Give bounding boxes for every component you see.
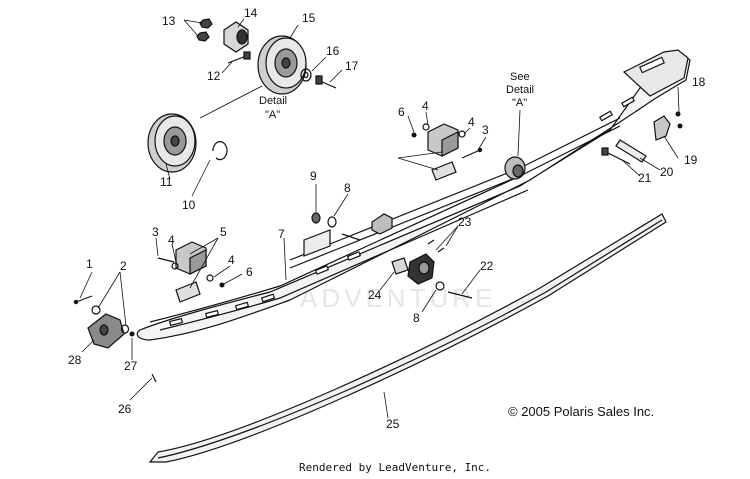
bolt-1 <box>73 295 93 305</box>
callout-13: 13 <box>162 14 176 28</box>
callout-8-lower: 8 <box>413 311 420 325</box>
callout-21: 21 <box>638 171 652 185</box>
copyright-notice: © 2005 Polaris Sales Inc. <box>508 404 655 419</box>
callout-24: 24 <box>368 288 382 302</box>
callout-10: 10 <box>182 198 196 212</box>
callout-6-upper: 6 <box>398 105 405 119</box>
pin-26 <box>151 373 157 383</box>
callout-4-lower-b: 4 <box>228 253 235 267</box>
washer-4-upper <box>422 123 466 138</box>
callout-15: 15 <box>302 11 316 25</box>
washer-4-lower <box>171 262 214 282</box>
callout-26: 26 <box>118 402 132 416</box>
idler-wheel-11 <box>147 113 197 173</box>
callout-4-upper-b: 4 <box>468 115 475 129</box>
detail-notes: Detail "A" See Detail "A" <box>259 71 534 121</box>
sleeve-20 <box>615 139 647 163</box>
callout-1: 1 <box>86 257 93 271</box>
leader-lines <box>79 18 680 419</box>
rendered-by-footer: Rendered by LeadVenture, Inc. <box>299 461 492 474</box>
washer-9 <box>311 212 321 224</box>
wheel-hub-assembly <box>391 239 473 299</box>
callout-17: 17 <box>345 59 359 73</box>
bolt-3-lower <box>157 257 175 263</box>
see-detail-line-2: Detail <box>506 84 534 96</box>
detail-a-group <box>147 18 337 173</box>
detail-a-letter: "A" <box>265 109 280 121</box>
callout-18: 18 <box>692 75 706 89</box>
nut-13-lower <box>196 31 210 42</box>
bolt-21 <box>601 147 631 165</box>
shaft-mount <box>303 213 393 257</box>
nut-6-upper <box>411 132 417 138</box>
callout-8-upper: 8 <box>344 181 351 195</box>
rail-slots <box>168 96 636 327</box>
see-detail-line-3: "A" <box>512 97 527 109</box>
bolt-18 <box>675 111 683 129</box>
callout-16: 16 <box>326 44 340 58</box>
callout-7: 7 <box>278 227 285 241</box>
callout-25: 25 <box>386 417 400 431</box>
idler-wheel-mounted <box>504 156 526 180</box>
nut-13-upper <box>199 18 213 29</box>
callout-12: 12 <box>207 69 221 83</box>
callout-3-lower: 3 <box>152 225 159 239</box>
callout-23: 23 <box>458 215 472 229</box>
idler-wheel-15 <box>257 35 307 95</box>
callout-20: 20 <box>660 165 674 179</box>
snap-ring-10 <box>212 141 228 161</box>
callout-6-lower: 6 <box>246 265 253 279</box>
callout-19: 19 <box>684 153 698 167</box>
bolt-12 <box>227 51 251 64</box>
callout-5: 5 <box>220 225 227 239</box>
washer-2 <box>91 305 130 334</box>
callout-3-upper: 3 <box>482 123 489 137</box>
rail-7 <box>136 49 691 341</box>
detail-a-label: Detail <box>259 95 287 107</box>
callout-9: 9 <box>310 169 317 183</box>
nut-27 <box>129 331 135 337</box>
end-cap-28 <box>87 313 125 349</box>
washer-16 <box>300 68 312 82</box>
slider-block-upper <box>397 123 459 181</box>
shaft-bolt-upper <box>341 233 361 241</box>
spacer-14 <box>223 21 249 53</box>
callout-4-upper-a: 4 <box>422 99 429 113</box>
watermark-text: ADVENTURE <box>300 283 496 313</box>
bolt-17 <box>315 75 337 89</box>
callout-4-lower-a: 4 <box>168 233 175 247</box>
callout-11: 11 <box>160 175 173 189</box>
detail-a-link-line <box>199 85 263 119</box>
callout-22: 22 <box>480 259 494 273</box>
bolt-3-upper <box>461 147 483 159</box>
callout-28: 28 <box>68 353 82 367</box>
bracket-19 <box>653 115 671 141</box>
wear-strip-25 <box>148 213 667 463</box>
callout-14: 14 <box>244 6 258 20</box>
nut-6-lower <box>219 282 225 288</box>
callout-numbers: 13 14 15 12 16 17 11 10 6 4 4 3 18 19 20… <box>68 6 706 431</box>
callout-2: 2 <box>120 259 127 273</box>
see-detail-line-1: See <box>510 71 530 83</box>
callout-27: 27 <box>124 359 138 373</box>
slider-block-lower <box>175 241 207 303</box>
washer-8-upper <box>327 216 337 228</box>
